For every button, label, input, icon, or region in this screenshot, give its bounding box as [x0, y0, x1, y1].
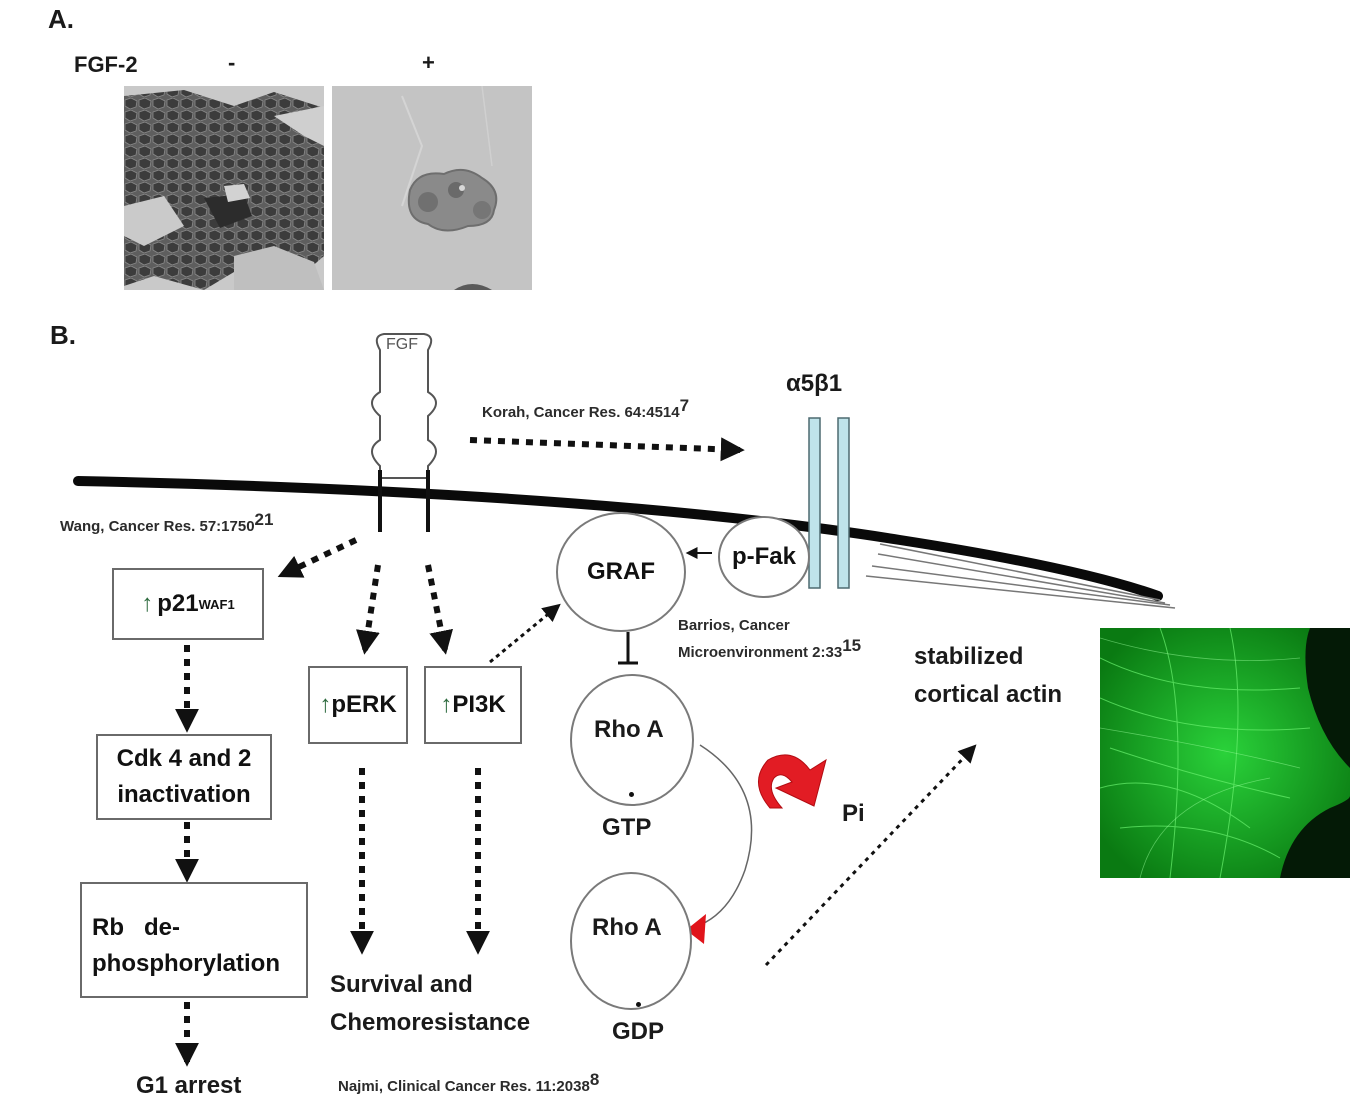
- gdp-label: GDP: [612, 1018, 665, 1045]
- ref-barrios-line1: Barrios, Cancer: [678, 617, 790, 634]
- pfak-node: p-Fak: [718, 516, 810, 598]
- pi3k-box: ↑ PI3K: [424, 666, 522, 744]
- perk-box: ↑ pERK: [308, 666, 408, 744]
- arrow-pi3k-to-graf: [489, 603, 561, 664]
- rhoa-gdp-red-arrowhead: [686, 914, 706, 944]
- ref-najmi: Najmi, Clinical Cancer Res. 11:20388: [338, 1070, 599, 1095]
- pi3k-label: PI3K: [452, 691, 506, 718]
- cdk-label-line1: Cdk 4 and 2: [116, 745, 252, 772]
- cdk-label-line2: inactivation: [117, 781, 251, 808]
- fgf2-treatment-label: FGF-2: [74, 52, 138, 77]
- gtp-label: GTP: [602, 814, 652, 841]
- arrow-receptor-to-pi3k: [425, 564, 454, 655]
- rhoa-gtp-node: Rho A: [570, 674, 694, 806]
- fgf-receptor-label: FGF: [386, 336, 418, 353]
- graf-node: GRAF: [556, 512, 686, 632]
- actin-label-line2: cortical actin: [914, 681, 1063, 708]
- fgf-receptor: [371, 333, 437, 479]
- ref-korah: Korah, Cancer Res. 64:45147: [482, 396, 689, 421]
- rhoa-gdp-label: Rho A: [592, 914, 662, 941]
- survival-label: Survival and Chemoresistance: [330, 966, 530, 1042]
- arrow-receptor-to-p21: [277, 537, 358, 578]
- ref-barrios-sup: 15: [842, 636, 862, 655]
- actin-label: stabilized cortical actin: [914, 638, 1062, 714]
- ref-barrios-line2: Microenvironment 2:33: [678, 644, 843, 661]
- survival-line1: Survival and: [330, 971, 473, 998]
- cdk-box: Cdk 4 and 2 inactivation: [96, 734, 272, 820]
- integrin-label: α5β1: [786, 370, 843, 397]
- pi-label: Pi: [842, 800, 865, 827]
- p21-label: p21: [157, 590, 199, 617]
- rb-label-line1: Rb de-: [92, 914, 180, 941]
- arrow-receptor-to-perk: [356, 564, 381, 655]
- fluorescent-actin-image: [1100, 628, 1350, 878]
- ref-korah-sup: 7: [679, 396, 690, 415]
- ref-barrios: Barrios, Cancer Microenvironment 2:3315: [678, 616, 861, 663]
- ref-najmi-sup: 8: [589, 1070, 600, 1089]
- ref-wang-text: Wang, Cancer Res. 57:1750: [60, 518, 255, 535]
- perk-label: pERK: [331, 691, 397, 718]
- pfak-label: p-Fak: [731, 543, 796, 570]
- rhoa-gdp-node: Rho A: [570, 872, 692, 1010]
- ref-najmi-text: Najmi, Clinical Cancer Res. 11:2038: [338, 1078, 590, 1095]
- panel-b-label: B.: [50, 320, 76, 350]
- rb-label-line2: phosphorylation: [92, 950, 280, 977]
- micrograph-plus-fgf2: [332, 86, 532, 290]
- arrow-fgf-to-integrin: [469, 437, 745, 462]
- integrin-alpha5-bar: [808, 417, 821, 589]
- ref-wang: Wang, Cancer Res. 57:175021: [60, 510, 273, 535]
- pi-release-arrow: [758, 754, 827, 809]
- up-arrow-icon: ↑: [319, 691, 332, 718]
- integrin-beta1-bar: [837, 417, 850, 589]
- rhoa-gtp-dot: [629, 792, 634, 797]
- up-arrow-icon: ↑: [141, 590, 154, 617]
- ref-wang-sup: 21: [254, 510, 274, 529]
- plus-label: +: [422, 50, 435, 75]
- rb-box: Rb de- phosphorylation: [80, 882, 308, 998]
- g1-arrest-label: G1 arrest: [136, 1072, 242, 1099]
- ref-korah-text: Korah, Cancer Res. 64:4514: [482, 404, 680, 421]
- survival-line2: Chemoresistance: [330, 1009, 531, 1036]
- micrograph-minus-fgf2: [124, 86, 324, 290]
- graf-label: GRAF: [587, 558, 655, 585]
- p21-sup: WAF1: [198, 596, 235, 612]
- minus-label: -: [228, 50, 236, 75]
- rhoa-gtp-to-gdp-curve: [699, 744, 753, 926]
- rhoa-gtp-label: Rho A: [594, 716, 664, 743]
- rhoa-gdp-dot: [636, 1002, 641, 1007]
- actin-fibres: [865, 543, 1176, 609]
- actin-label-line1: stabilized: [914, 643, 1024, 670]
- up-arrow-icon: ↑: [440, 691, 453, 718]
- panel-a-label: A.: [48, 4, 74, 34]
